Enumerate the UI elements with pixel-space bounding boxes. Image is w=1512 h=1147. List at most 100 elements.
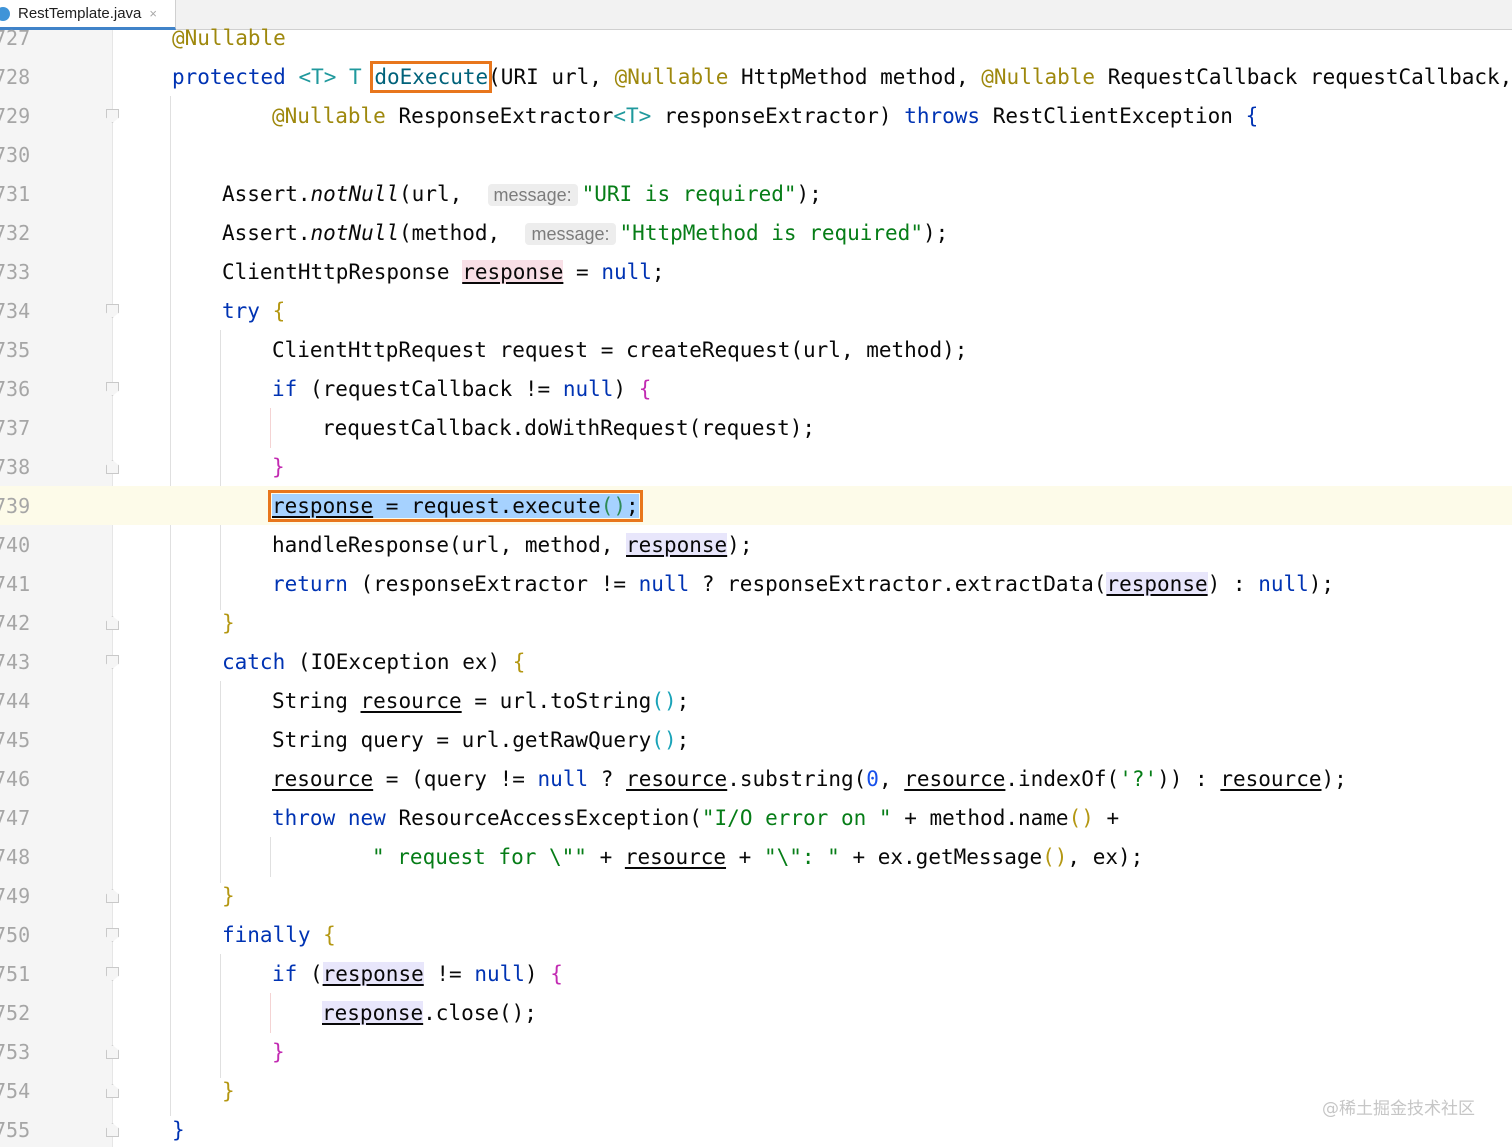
code-token: String [272,689,361,713]
code-token: = [563,260,602,284]
code-token: + [1093,806,1120,830]
variable-resource[interactable]: resource [904,767,1006,791]
indent-guide [270,408,271,448]
code-token: != [423,962,475,986]
code-line[interactable]: 728 protected <T> T doExecute(URI url, @… [0,57,1512,96]
code-token: ResourceAccessException( [385,806,702,830]
code-line[interactable]: 744 String resource = url.toString(); [0,681,1512,720]
line-number: 728 [0,65,31,89]
fold-icon[interactable] [106,928,119,942]
variable-response[interactable]: response [322,1001,424,1025]
fold-icon[interactable] [106,382,119,396]
code-token: ? responseExtractor.extractData( [689,572,1107,596]
fold-icon[interactable] [106,1045,119,1059]
code-line[interactable]: 752 response.close(); [0,993,1512,1032]
line-number: 749 [0,884,31,908]
code-line[interactable]: 745 String query = url.getRawQuery(); [0,720,1512,759]
variable-response[interactable]: response [322,962,424,986]
annotation: @Nullable [614,65,729,89]
code-line[interactable]: 731 Assert.notNull(url, message:"URI is … [0,174,1512,213]
code-token: throws [904,104,981,128]
line-number: 734 [0,299,31,323]
code-token: ; [676,728,690,752]
code-token: if [272,962,298,986]
close-icon[interactable]: × [149,6,157,21]
fold-icon[interactable] [106,109,119,123]
variable-response[interactable]: response [626,533,728,557]
code-line[interactable]: 750 finally { [0,915,1512,954]
string-literal: "URI is required" [581,182,797,206]
code-token: (IOException ex) [285,650,513,674]
fold-icon[interactable] [106,460,119,474]
variable-response[interactable]: response [462,260,564,284]
code-line[interactable]: 736 if (requestCallback != null) { [0,369,1512,408]
code-line[interactable]: 754 } [0,1071,1512,1110]
code-line[interactable]: 733 ClientHttpResponse response = null; [0,252,1512,291]
variable-resource[interactable]: resource [1220,767,1322,791]
line-number: 740 [0,533,31,557]
code-token: ( [297,962,323,986]
code-line[interactable]: 751 if (response != null) { [0,954,1512,993]
watermark: @稀土掘金技术社区 [1322,1099,1475,1119]
code-token: null [474,962,525,986]
code-line[interactable]: 737 requestCallback.doWithRequest(reques… [0,408,1512,447]
code-line[interactable]: 749 } [0,876,1512,915]
variable-resource[interactable]: resource [272,767,374,791]
code-token: (responseExtractor != [347,572,639,596]
code-line[interactable]: 746 resource = (query != null ? resource… [0,759,1512,798]
method-name-highlight[interactable]: doExecute [370,61,493,93]
brace: { [1245,104,1259,128]
code-token: handleResponse(url, method, [272,533,627,557]
brace: { [323,923,336,947]
fold-icon[interactable] [106,1084,119,1098]
code-token: return [272,572,348,596]
variable-resource[interactable]: resource [626,767,728,791]
code-line[interactable]: 727 @Nullable [0,18,1512,57]
code-line[interactable]: 730 [0,135,1512,174]
code-line[interactable]: 729 @Nullable ResponseExtractor<T> respo… [0,96,1512,135]
code-token: .substring( [727,767,867,791]
code-line-current[interactable]: 739 response = request.execute(); [0,486,1512,525]
code-line[interactable]: 753 } [0,1032,1512,1071]
brace: } [172,1118,185,1142]
code-line[interactable]: 741 return (responseExtractor != null ? … [0,564,1512,603]
indent-guide [220,681,221,883]
fold-icon[interactable] [106,655,119,669]
fold-icon[interactable] [106,889,119,903]
fold-icon[interactable] [106,967,119,981]
variable-resource[interactable]: resource [624,845,727,869]
line-number: 744 [0,689,31,713]
line-number: 738 [0,455,31,479]
tab-resttemplate-java[interactable]: RestTemplate.java × [0,0,176,30]
code-line[interactable]: 740 handleResponse(url, method, response… [0,525,1512,564]
code-token: , [878,767,905,791]
brace: } [222,884,235,908]
fold-icon[interactable] [106,616,119,630]
variable-response[interactable]: response [272,494,374,518]
code-token: new [347,806,386,830]
code-line[interactable]: 738 } [0,447,1512,486]
fold-icon[interactable] [106,304,119,318]
code-line[interactable]: 742 } [0,603,1512,642]
variable-response[interactable]: response [1106,572,1208,596]
code-token: notNull [310,221,400,245]
string-literal: "\": " [763,845,840,869]
code-line[interactable]: 735 ClientHttpRequest request = createRe… [0,330,1512,369]
code-line[interactable]: 755 } [0,1110,1512,1147]
code-line[interactable]: 732 Assert.notNull(method, message:"Http… [0,213,1512,252]
selected-statement[interactable]: response = request.execute(); [268,490,643,522]
line-number: 731 [0,182,31,206]
variable-resource[interactable]: resource [360,689,462,713]
code-line[interactable]: 743 catch (IOException ex) { [0,642,1512,681]
brace: { [638,377,652,401]
code-token: throw [272,806,336,830]
indent-guide [270,837,271,877]
code-line[interactable]: 747 throw new ResourceAccessException("I… [0,798,1512,837]
code-token: catch [222,650,286,674]
code-line[interactable]: 748 " request for \"" + resource + "\": … [0,837,1512,876]
line-number: 733 [0,260,31,284]
code-line[interactable]: 734 try { [0,291,1512,330]
fold-icon[interactable] [106,1123,119,1137]
code-token: + [586,845,625,869]
